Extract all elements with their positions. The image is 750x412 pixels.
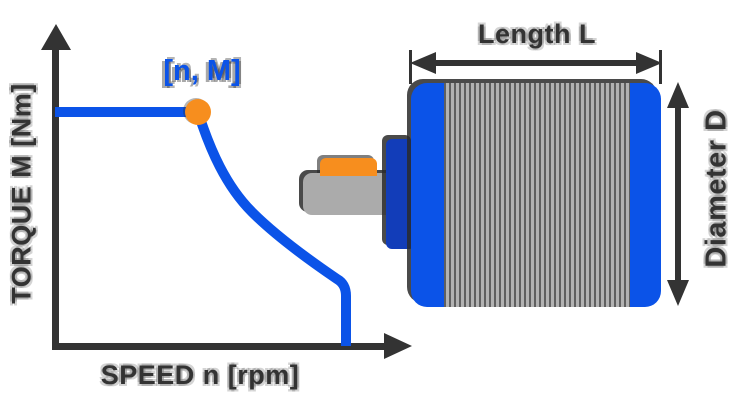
y-axis-line (52, 40, 59, 348)
x-axis-line (52, 343, 392, 350)
motor-shaft (303, 173, 391, 215)
arrow-left-icon (410, 52, 436, 74)
torque-curve-path (55, 107, 351, 346)
diameter-label: Diameter D (700, 109, 733, 268)
diameter-dimension-arrow (675, 96, 681, 292)
motor-body (411, 83, 661, 307)
length-dimension-arrow (430, 60, 642, 66)
y-axis-label: TORQUE M [Nm] (6, 83, 37, 304)
arrow-up-icon (41, 24, 71, 50)
operating-point-label: [n, M] (163, 55, 241, 87)
arrow-up-icon (667, 82, 689, 108)
operating-point-dot (185, 99, 211, 125)
motor-flange (386, 139, 415, 249)
length-label: Length L (478, 19, 596, 49)
shaft-key (320, 158, 377, 176)
arrow-right-icon (384, 333, 412, 359)
arrow-down-icon (667, 280, 689, 306)
arrow-right-icon (636, 52, 662, 74)
motor-laminations (444, 83, 630, 307)
x-axis-label: SPEED n [rpm] (100, 360, 300, 390)
